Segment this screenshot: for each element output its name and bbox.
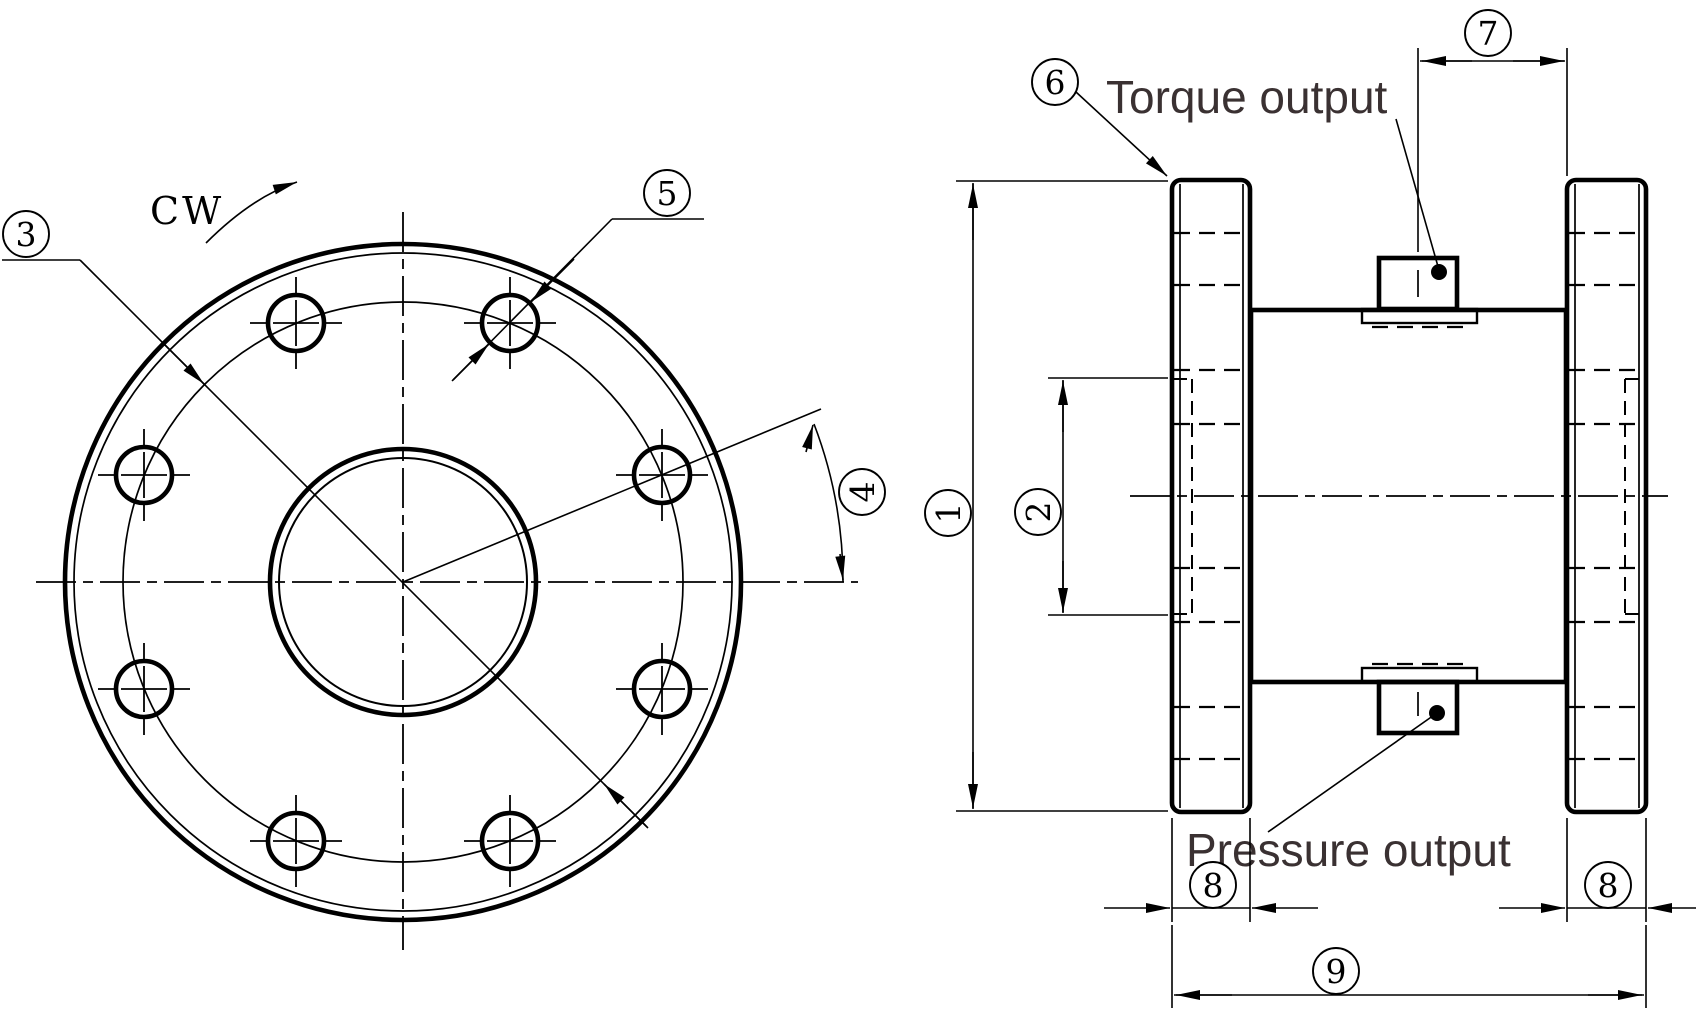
front-view: CW 3 5: [2, 169, 886, 950]
svg-text:4: 4: [843, 482, 882, 503]
balloon-5: 5: [643, 169, 691, 217]
svg-text:7: 7: [1478, 14, 1499, 53]
pressure-leader-line: [1267, 712, 1438, 833]
flange-outer-inner-ring: [73, 252, 733, 912]
right-flange: [1564, 177, 1649, 815]
bolt-hole: [250, 277, 342, 369]
torque-output-label: Torque output: [1106, 71, 1388, 123]
pressure-connector: [1360, 662, 1479, 736]
svg-text:8: 8: [1203, 866, 1224, 905]
balloon-1: 1: [924, 489, 972, 537]
callout-flange: 6: [1031, 58, 1168, 177]
left-flange-hidden-holes: [1174, 231, 1248, 761]
pressure-output-label: Pressure output: [1186, 824, 1511, 876]
bolt-circle: [122, 301, 684, 863]
left-flange: [1169, 177, 1253, 815]
balloon-6: 6: [1031, 58, 1079, 106]
svg-text:6: 6: [1045, 63, 1066, 102]
svg-text:1: 1: [929, 503, 968, 524]
torque-leader-dot: [1431, 264, 1447, 280]
dimension-hub-diameter: 2: [1014, 377, 1168, 616]
svg-text:2: 2: [1019, 502, 1058, 523]
bolt-hole: [250, 795, 342, 887]
center-bore-inner-ring: [278, 457, 528, 707]
balloon-4: 4: [838, 468, 886, 516]
dimension-connector-offset: 7: [1417, 9, 1568, 252]
right-flange-hidden-holes: [1569, 231, 1644, 761]
bolt-hole: [464, 795, 556, 887]
cw-label: CW: [150, 189, 224, 233]
svg-text:9: 9: [1326, 952, 1347, 991]
bolt-hole: [98, 429, 190, 521]
balloon-7: 7: [1464, 9, 1512, 57]
right-flange-hidden-hub: [1624, 378, 1644, 615]
dimension-flange-diameter: 1: [924, 180, 1168, 812]
dimension-bolt-circle: 3: [2, 210, 649, 829]
balloon-3: 3: [2, 210, 50, 258]
svg-text:8: 8: [1598, 866, 1619, 905]
dimension-bolt-hole: 5: [451, 169, 704, 382]
balloon-2: 2: [1014, 488, 1062, 536]
bolt-hole: [98, 643, 190, 735]
bolt-hole: [616, 643, 708, 735]
balloon-9: 9: [1312, 947, 1360, 995]
center-bore-circle: [267, 446, 539, 718]
bolt-holes: [98, 277, 708, 887]
dimension-overall-length: 9: [1171, 925, 1647, 1008]
dimension-hole-angle: 4: [402, 408, 886, 583]
flange-outer-circle: [62, 241, 744, 923]
svg-text:3: 3: [16, 215, 37, 254]
left-flange-hidden-hub: [1173, 378, 1193, 615]
cw-rotation-arrow-icon: [205, 181, 298, 244]
dimension-flange-thickness-left: 8: [1104, 818, 1318, 922]
balloon-8-left: 8: [1189, 861, 1237, 909]
svg-text:5: 5: [657, 174, 678, 213]
dimension-flange-thickness-right: 8: [1499, 818, 1696, 922]
side-view: Torque output Pressure output 6 1: [924, 9, 1696, 1008]
torque-connector: [1360, 255, 1479, 329]
balloon-8-right: 8: [1584, 861, 1632, 909]
